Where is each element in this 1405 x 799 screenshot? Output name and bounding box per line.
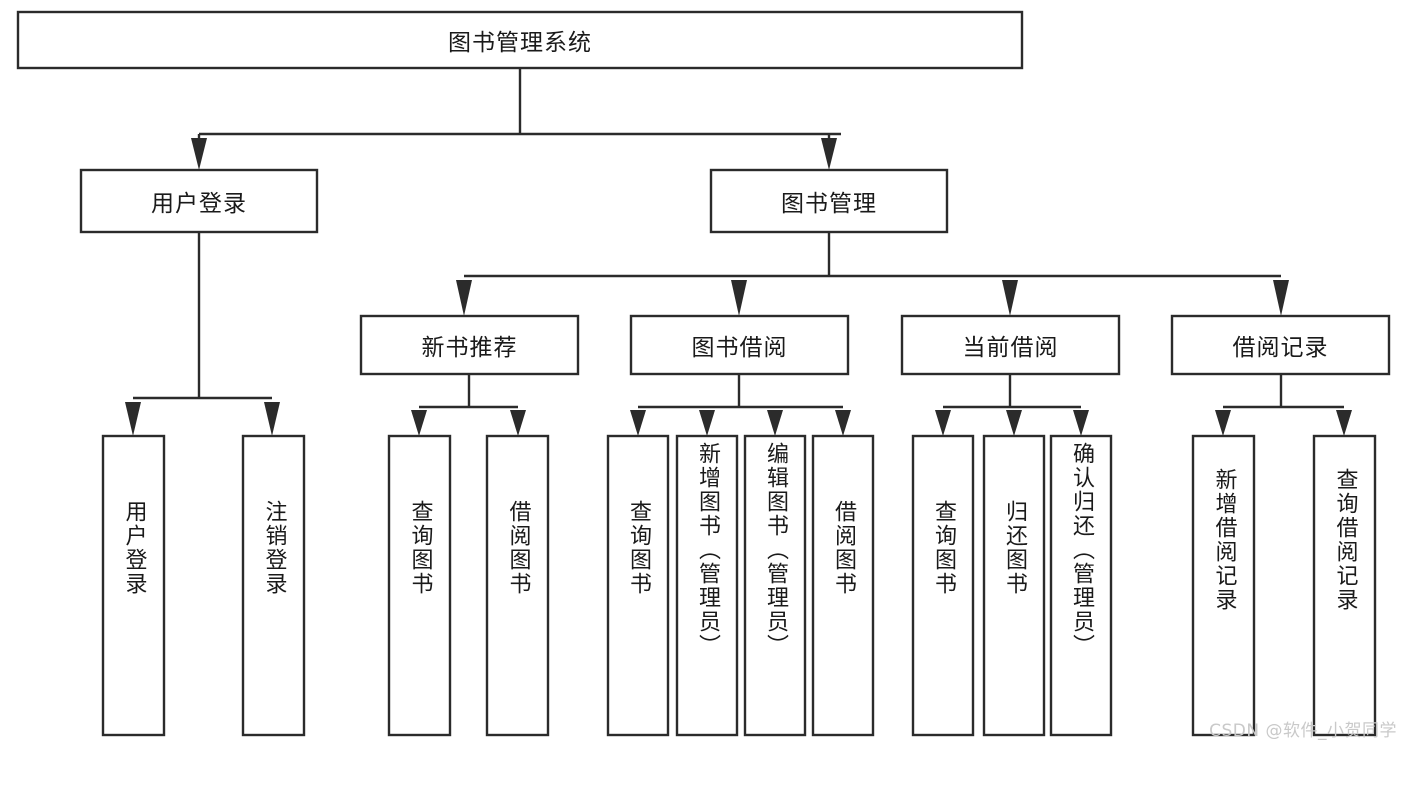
csdn-watermark: CSDN @软件_小贺同学 [1209, 721, 1397, 741]
flowchart-svg [16, 10, 1391, 737]
arrow-borrow-leaf-2 [699, 410, 715, 436]
arrow-record-leaf-2 [1336, 410, 1352, 436]
edge-group-book-manage [456, 232, 1289, 316]
leaf-logout[interactable] [241, 434, 306, 737]
leaf-query-book-current[interactable] [911, 434, 975, 737]
leaf-borrow-book-recommend[interactable] [485, 434, 550, 737]
leaf-edit-book-admin[interactable] [743, 434, 807, 737]
leaf-query-borrow-record[interactable] [1312, 434, 1377, 737]
arrow-user-leaf-2 [264, 402, 280, 436]
arrow-user-leaf-1 [125, 402, 141, 436]
node-borrow-record[interactable] [1170, 314, 1391, 376]
arrow-newbook-leaf-1 [411, 410, 427, 436]
node-root[interactable] [16, 10, 1024, 70]
leaf-borrow-book[interactable] [811, 434, 875, 737]
arrow-to-user-login [191, 138, 207, 170]
edge-group-new-book [411, 374, 526, 436]
leaf-return-book[interactable] [982, 434, 1046, 737]
arrow-current-leaf-2 [1006, 410, 1022, 436]
leaf-query-book-recommend[interactable] [387, 434, 452, 737]
arrow-borrow-leaf-1 [630, 410, 646, 436]
arrow-borrow-leaf-4 [835, 410, 851, 436]
leaf-add-borrow-record[interactable] [1191, 434, 1256, 737]
arrow-to-book-manage [821, 138, 837, 170]
arrow-to-borrow [731, 280, 747, 316]
edge-group-root [191, 68, 841, 170]
node-user-login[interactable] [79, 168, 319, 234]
arrow-borrow-leaf-3 [767, 410, 783, 436]
arrow-record-leaf-1 [1215, 410, 1231, 436]
arrow-newbook-leaf-2 [510, 410, 526, 436]
node-new-book-recommend[interactable] [359, 314, 580, 376]
leaf-query-book-borrow[interactable] [606, 434, 670, 737]
edge-group-current-borrow [935, 374, 1089, 436]
leaf-user-login[interactable] [101, 434, 166, 737]
arrow-to-current-borrow [1002, 280, 1018, 316]
node-book-manage[interactable] [709, 168, 949, 234]
edge-group-user-login [125, 232, 280, 436]
arrow-current-leaf-1 [935, 410, 951, 436]
edge-group-borrow-record [1215, 374, 1352, 436]
arrow-current-leaf-3 [1073, 410, 1089, 436]
edge-group-borrow [630, 374, 851, 436]
arrow-to-borrow-record [1273, 280, 1289, 316]
node-current-borrow[interactable] [900, 314, 1121, 376]
leaf-confirm-return-admin[interactable] [1049, 434, 1113, 737]
leaf-add-book-admin[interactable] [675, 434, 739, 737]
node-book-borrow[interactable] [629, 314, 850, 376]
arrow-to-new-book [456, 280, 472, 316]
flowchart-canvas: 图书管理系统 用户登录 图书管理 新书推荐 图书借阅 当前借阅 借阅记录 用户登… [16, 10, 1397, 741]
